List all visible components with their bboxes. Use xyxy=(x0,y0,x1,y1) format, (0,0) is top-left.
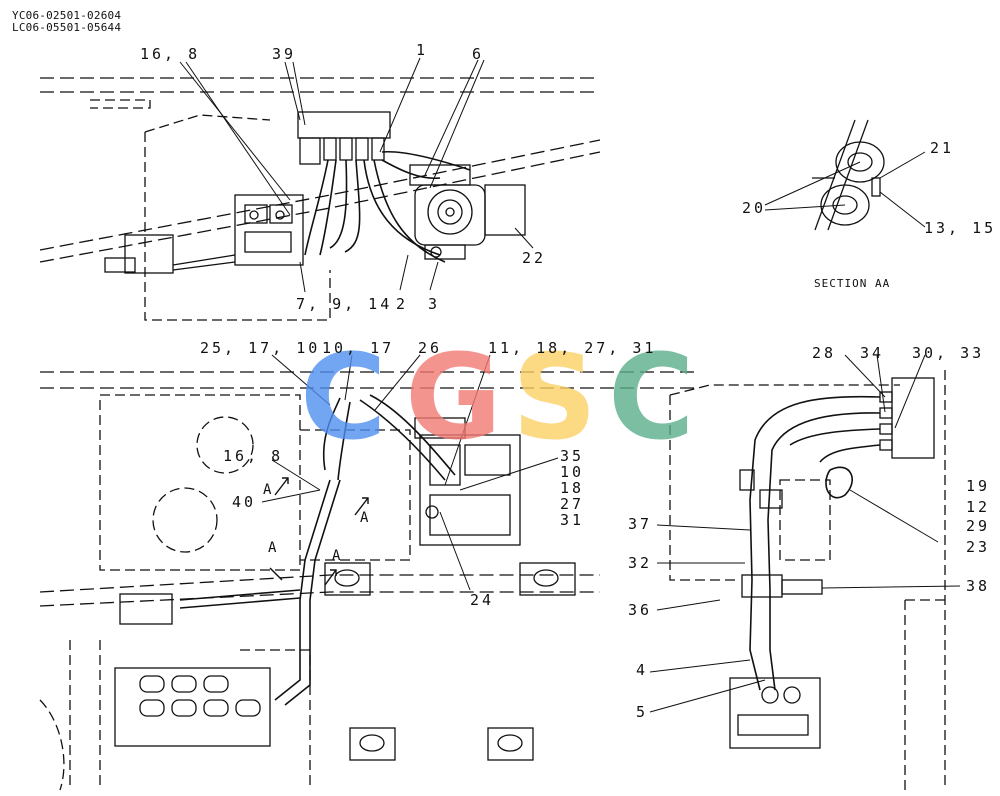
callout-25-17-10: 25, 17, 10 xyxy=(200,339,321,357)
top-pump xyxy=(409,164,526,260)
callout-3: 3 xyxy=(428,295,441,313)
callout-24: 24 xyxy=(470,591,495,609)
bottom-brackets xyxy=(324,562,576,761)
callout-4: 4 xyxy=(636,661,649,679)
callout-13-15: 13, 15 xyxy=(924,219,997,237)
bottom-left-dashed-structure xyxy=(39,640,311,791)
bottom-tank-outline xyxy=(99,394,411,571)
callout-6: 6 xyxy=(472,45,485,63)
callout-10-17: 10, 17 xyxy=(322,339,395,357)
right-junction-block xyxy=(879,377,935,459)
callout-2: 2 xyxy=(396,295,409,313)
callout-22: 22 xyxy=(522,249,547,267)
callout-31: 31 xyxy=(560,511,585,529)
callout-1: 1 xyxy=(416,41,429,59)
section-arrows xyxy=(269,477,369,586)
callout-20: 20 xyxy=(742,199,767,217)
serial-range-1: YC06-02501-02604 xyxy=(12,9,122,22)
callout-10: 10 xyxy=(560,463,585,481)
top-tank-outline xyxy=(90,99,331,321)
callout-7-9-14: 7, 9, 14 xyxy=(296,295,393,313)
callout-38: 38 xyxy=(966,577,991,595)
view-marker-a-2: A xyxy=(360,510,372,526)
callout-21: 21 xyxy=(930,139,955,157)
callout-36: 36 xyxy=(628,601,653,619)
top-frame-rails xyxy=(39,77,601,263)
leader-lines xyxy=(179,57,961,713)
watermark-letter-s: S xyxy=(512,328,597,466)
section-aa-drawing xyxy=(812,119,885,231)
bottom-hoses xyxy=(179,394,456,706)
right-clamps xyxy=(739,469,823,598)
top-junction-block xyxy=(297,111,391,165)
callout-5: 5 xyxy=(636,703,649,721)
callout-19: 19 xyxy=(966,477,991,495)
right-control-valve xyxy=(729,677,821,749)
serial-range-2: LC06-05501-05644 xyxy=(12,21,122,34)
bottom-frame-rails xyxy=(39,371,700,607)
callout-16-8-bottom: 16, 8 xyxy=(223,447,284,465)
callout-34: 34 xyxy=(860,344,885,362)
callout-28: 28 xyxy=(812,344,837,362)
right-frame-outline xyxy=(669,370,946,790)
view-marker-a-3: A xyxy=(268,540,280,556)
callout-35: 35 xyxy=(560,447,585,465)
bottom-control-valve xyxy=(114,593,271,747)
callout-26: 26 xyxy=(418,339,443,357)
callout-23: 23 xyxy=(966,538,991,556)
watermark-letter-c1: C xyxy=(300,328,387,466)
callout-32: 32 xyxy=(628,554,653,572)
callout-30-33: 30, 33 xyxy=(912,344,985,362)
section-aa-label: SECTION AA xyxy=(814,277,891,290)
view-marker-a-1: A xyxy=(263,482,275,498)
view-marker-a-4: A xyxy=(332,548,344,564)
right-hoses xyxy=(749,395,881,691)
callout-40: 40 xyxy=(232,493,257,511)
watermark-letter-g: G xyxy=(405,328,502,466)
callout-29: 29 xyxy=(966,517,991,535)
callout-27: 27 xyxy=(560,495,585,513)
callout-12: 12 xyxy=(966,498,991,516)
watermark-letter-c2: C xyxy=(608,328,695,466)
callout-16-8-top: 16, 8 xyxy=(140,45,201,63)
callout-37: 37 xyxy=(628,515,653,533)
callout-39: 39 xyxy=(272,45,297,63)
callout-18: 18 xyxy=(560,479,585,497)
top-valve-block xyxy=(104,194,304,274)
callout-11-18-27-31: 11, 18, 27, 31 xyxy=(488,339,657,357)
